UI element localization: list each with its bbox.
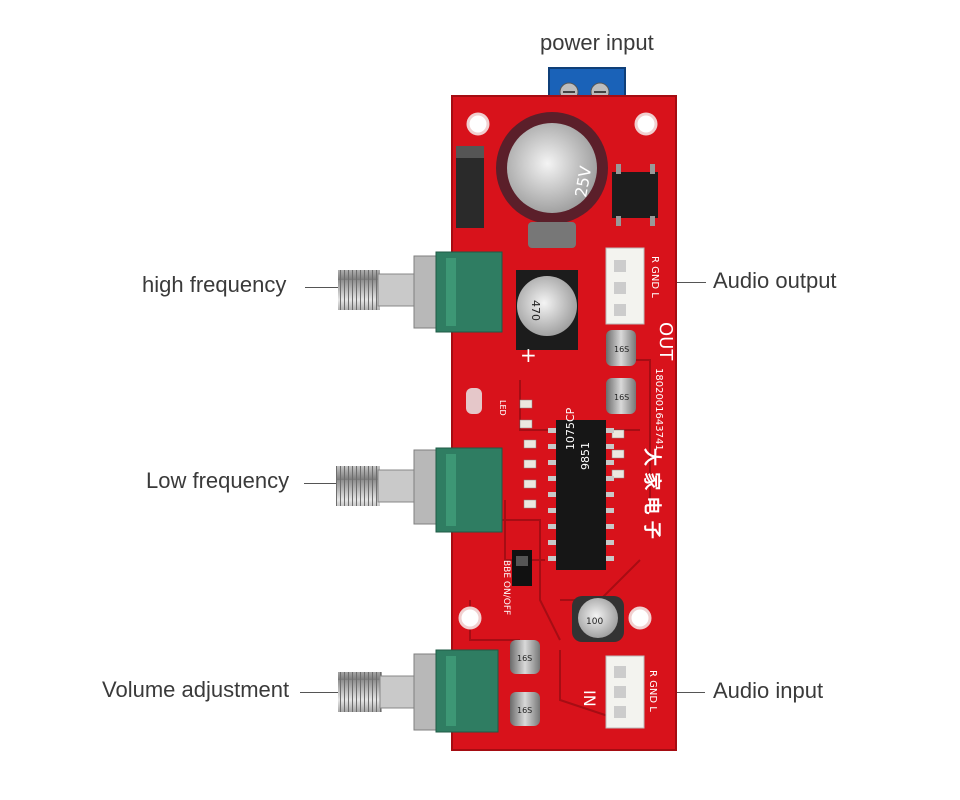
svg-text:16S: 16S (517, 654, 532, 663)
high-frequency-potentiometer[interactable] (338, 251, 503, 333)
volume-adjustment-leader (300, 692, 342, 693)
volume-potentiometer[interactable] (338, 649, 499, 733)
audio-output-connector: R GND L OUT (605, 247, 676, 361)
small-capacitors: 16S 16S 16S 16S (510, 330, 636, 726)
capacitor-470uf-marking: 470 (529, 300, 542, 321)
audio-input-leader (663, 692, 705, 693)
volume-adjustment-label: Volume adjustment (102, 677, 290, 702)
chip-part-number: 1075CP (564, 407, 577, 450)
svg-text:16S: 16S (517, 706, 532, 715)
bridge-rectifier (612, 164, 658, 226)
main-filter-capacitor: 25V (496, 112, 608, 248)
low-frequency-potentiometer[interactable] (336, 447, 503, 533)
svg-text:LED: LED (498, 400, 507, 416)
out-silkscreen: OUT (655, 322, 676, 361)
ic-chip: 1075CP 9851 (548, 407, 614, 570)
audio-input-connector: R GND L IN (580, 655, 658, 729)
low-frequency-label: Low frequency (146, 468, 290, 493)
board-serial: 1802001643741 (653, 368, 664, 451)
voltage-regulator (456, 146, 484, 228)
svg-text:16S: 16S (614, 393, 629, 402)
led: LED (466, 388, 507, 416)
board-brand-chinese: 大 家 电 子 (641, 448, 663, 539)
capacitor-c3: 100 (572, 596, 624, 642)
bbe-jumper: BBE ON/OFF (501, 550, 532, 615)
svg-text:BBE ON/OFF: BBE ON/OFF (501, 560, 511, 615)
low-frequency-leader (304, 483, 342, 484)
high-frequency-label: high frequency (142, 272, 287, 297)
high-frequency-leader (305, 287, 343, 288)
audio-output-leader (666, 282, 706, 283)
svg-text:+: + (520, 343, 537, 367)
svg-text:100: 100 (586, 617, 603, 627)
capacitor-470uf: 470 + (516, 270, 578, 367)
power-input-label: power input (540, 30, 654, 55)
in-silkscreen: IN (580, 690, 599, 707)
output-pin-labels: R GND L (649, 256, 660, 298)
svg-text:16S: 16S (614, 345, 629, 354)
audio-output-label: Audio output (713, 268, 837, 293)
smd-components (519, 399, 625, 509)
input-pin-labels: R GND L (647, 670, 658, 712)
chip-code: 9851 (579, 442, 592, 470)
audio-input-label: Audio input (713, 678, 824, 703)
